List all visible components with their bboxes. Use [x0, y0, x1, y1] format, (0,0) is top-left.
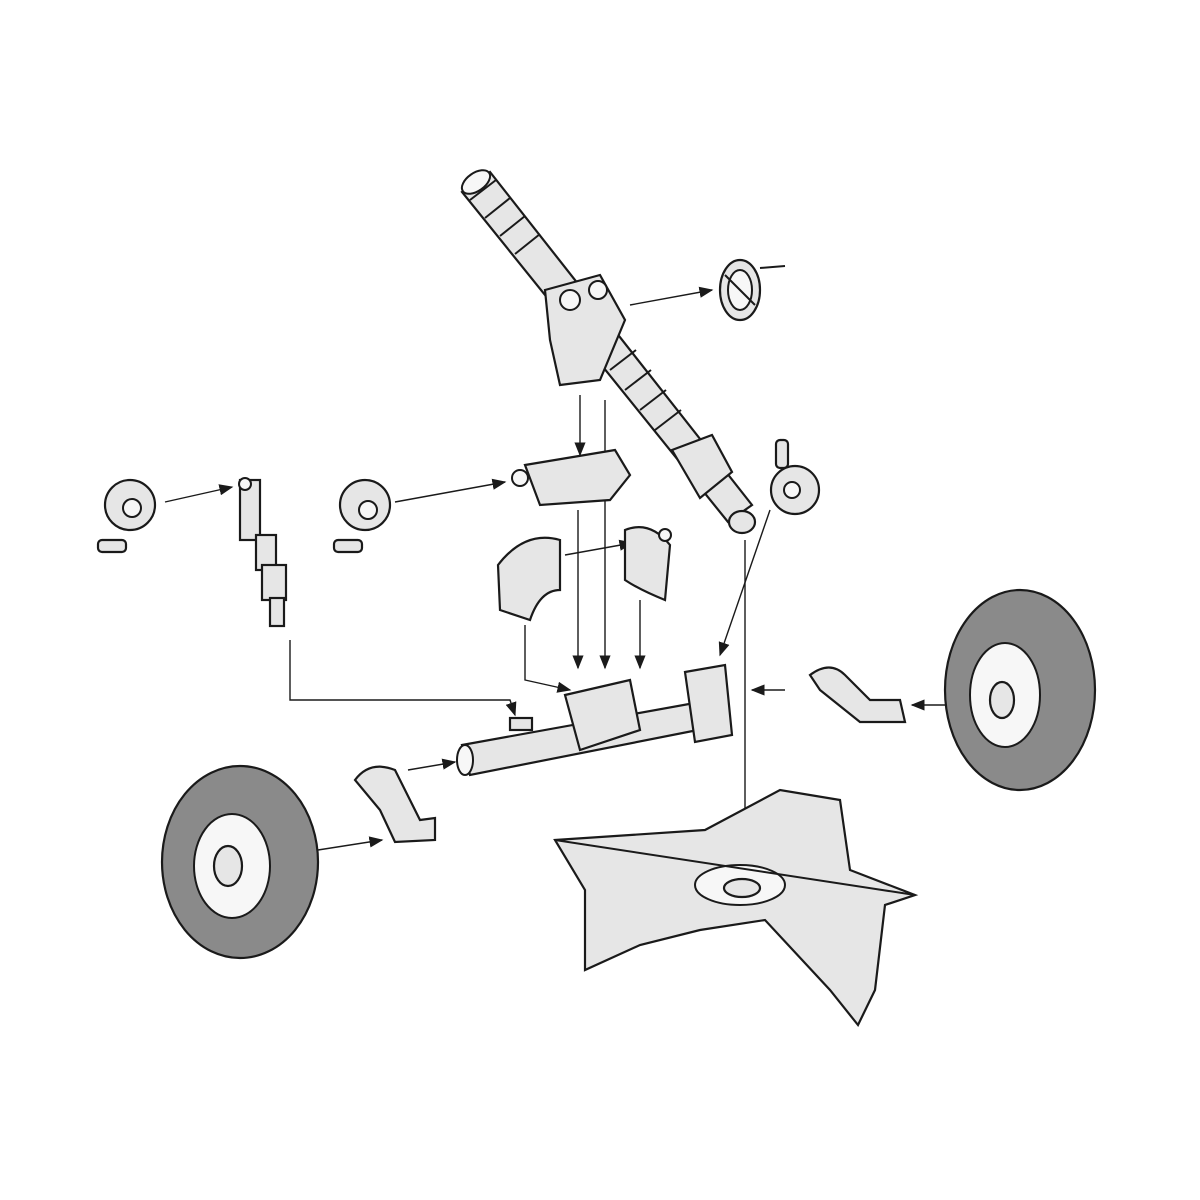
arrow-wheel-to-crank-left — [317, 836, 384, 851]
arrow-pin-to-axle — [289, 640, 517, 717]
axle-assembly — [456, 663, 734, 777]
arrow-collar-to-mount — [524, 625, 572, 693]
mortar-tube — [460, 169, 757, 535]
ring-retainer — [718, 258, 786, 322]
arrow-tube-to-ring — [629, 286, 714, 306]
adjust-knob-left — [96, 478, 157, 554]
axle-socket — [683, 663, 734, 744]
wheel-right — [943, 588, 1097, 792]
tube-base-cap — [727, 509, 757, 535]
axle-mount-block — [563, 678, 642, 752]
base-plate — [553, 788, 919, 1028]
clamp-body — [511, 448, 632, 507]
arrow-knob-to-pin — [164, 484, 234, 503]
adjust-knob-center — [332, 478, 392, 554]
wheel-left — [160, 764, 320, 960]
arrow-collar-to-bracket — [564, 539, 634, 556]
arrow-crank-to-axle-left — [407, 758, 457, 771]
crank-left — [353, 765, 437, 844]
crank-right — [808, 666, 907, 724]
tube-collar — [670, 433, 734, 500]
collar-half-right — [623, 526, 672, 602]
adjust-knob-right — [769, 438, 821, 516]
elevation-pin — [238, 477, 288, 628]
arrow-knob-to-clamp — [394, 478, 507, 503]
collar-half-left — [496, 536, 562, 622]
